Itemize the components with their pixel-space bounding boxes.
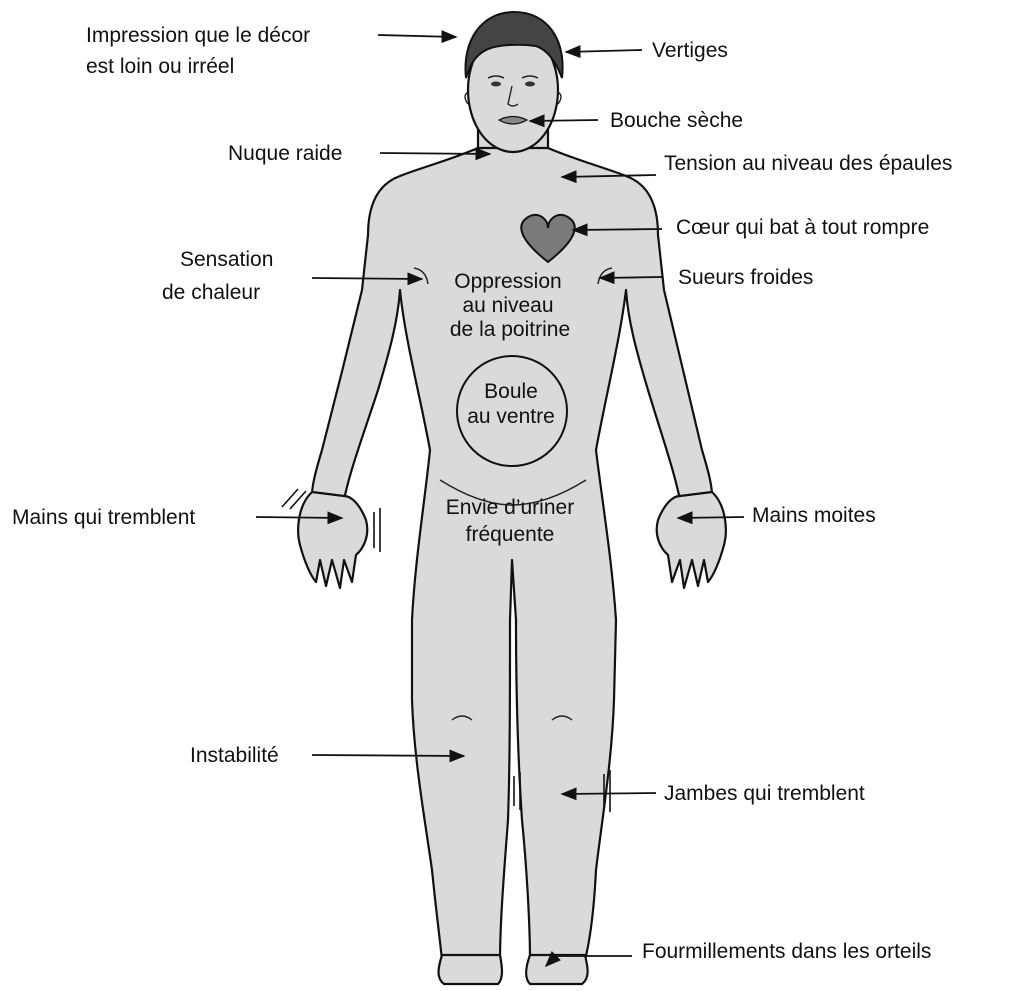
label-tension-epaules: Tension au niveau des épaules — [664, 152, 952, 175]
label-fourmillements: Fourmillements dans les orteils — [642, 940, 931, 963]
left-hand — [298, 492, 367, 588]
label-instabilite: Instabilité — [190, 744, 279, 767]
right-hand — [657, 492, 726, 588]
label-mains-moites: Mains moites — [752, 504, 876, 527]
label-bouche-seche: Bouche sèche — [610, 109, 743, 132]
right-foot — [526, 955, 587, 984]
left-foot — [439, 955, 503, 984]
label-boule-line2: au ventre — [467, 405, 555, 428]
label-oppression-line1: Oppression — [454, 270, 561, 293]
label-chaleur-line2: de chaleur — [162, 281, 260, 304]
label-nuque-raide: Nuque raide — [228, 142, 342, 165]
label-sueurs-froides: Sueurs froides — [678, 266, 813, 289]
label-oppression-line3: de la poitrine — [450, 318, 570, 341]
label-decor-line2: est loin ou irréel — [86, 55, 234, 78]
label-envie-line2: fréquente — [466, 523, 555, 546]
label-vertiges: Vertiges — [652, 39, 728, 62]
label-jambes-tremblent: Jambes qui tremblent — [664, 782, 865, 805]
label-oppression-line2: au niveau — [462, 294, 553, 317]
label-chaleur-line1: Sensation — [180, 248, 273, 271]
label-envie-line1: Envie d’uriner — [446, 496, 574, 519]
label-boule-line1: Boule — [484, 380, 538, 403]
label-decor-line1: Impression que le décor — [86, 24, 310, 47]
label-coeur: Cœur qui bat à tout rompre — [676, 216, 929, 239]
label-mains-tremblent: Mains qui tremblent — [12, 506, 195, 529]
